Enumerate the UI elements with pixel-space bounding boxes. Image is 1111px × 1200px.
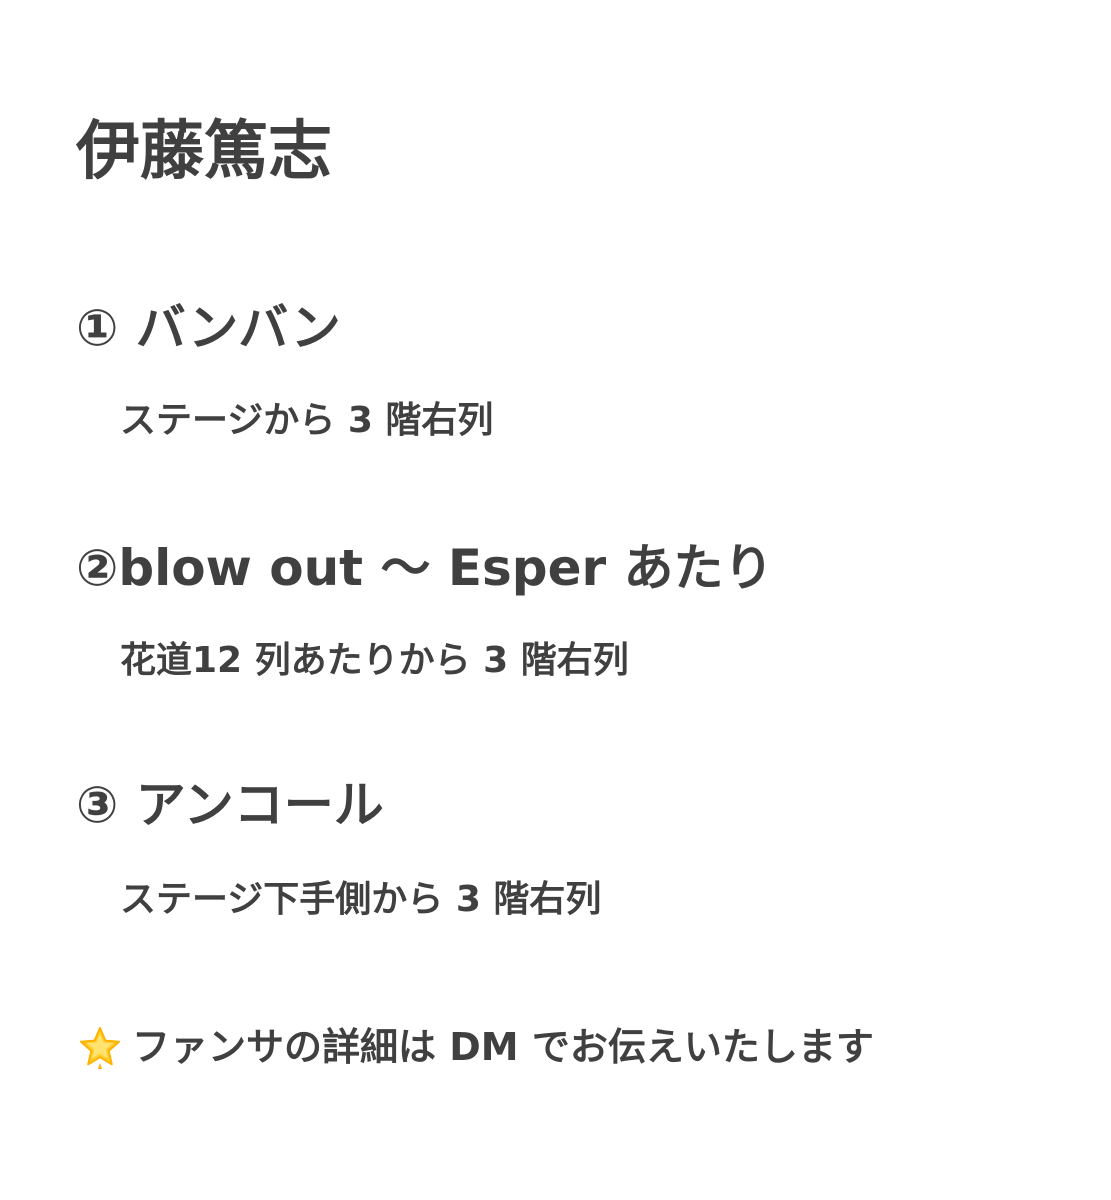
section-heading-encore: ③ アンコール <box>76 776 384 834</box>
section-detail-blow-out-esper: 花道12 列あたりから 3 階右列 <box>120 640 629 681</box>
section-heading-bangbang: ① バンバン <box>76 299 341 357</box>
section-heading-blow-out-esper: ②blow out 〜 Esper あたり <box>76 539 774 597</box>
fansa-note-text: ファンサの詳細は DM でお伝えいたします <box>132 1025 874 1069</box>
glowing-star-icon <box>80 1027 120 1069</box>
page-title: 伊藤篤志 <box>76 115 332 189</box>
section-detail-encore: ステージ下手側から 3 階右列 <box>120 879 602 920</box>
section-detail-bangbang: ステージから 3 階右列 <box>120 400 494 441</box>
fansa-note: ファンサの詳細は DM でお伝えいたします <box>76 1021 874 1073</box>
